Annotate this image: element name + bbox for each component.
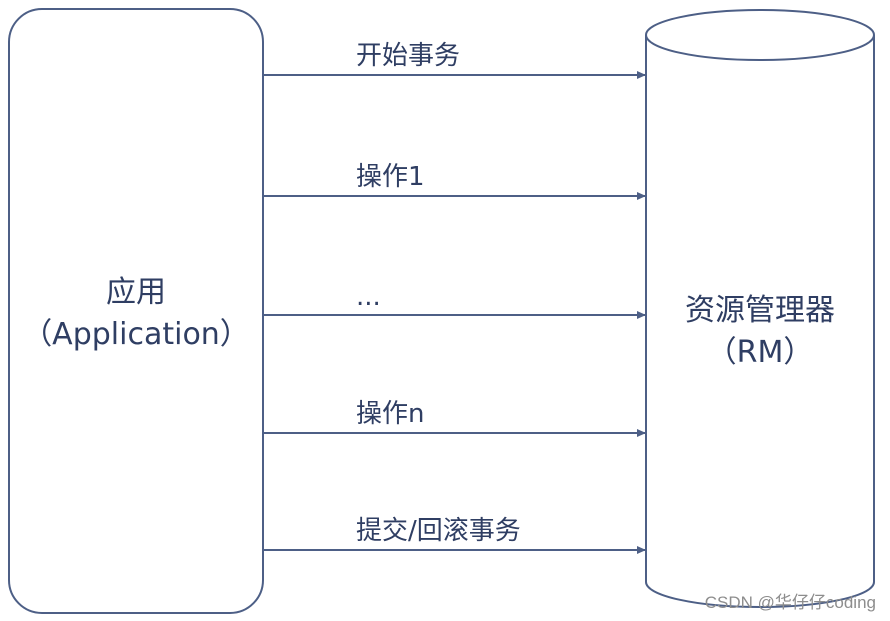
application-label: 应用 （Application） xyxy=(8,272,264,356)
operation-label-commit-rollback: 提交/回滚事务 xyxy=(356,516,521,546)
application-name: 应用 xyxy=(106,275,166,310)
operation-label-ellipsis: ... xyxy=(356,282,381,312)
application-subtitle: （Application） xyxy=(22,317,250,352)
watermark: CSDN @华仔仔coding xyxy=(704,593,876,612)
operation-label-n: 操作n xyxy=(356,399,425,429)
resource-manager-cylinder xyxy=(645,9,875,608)
operation-label-1: 操作1 xyxy=(356,162,425,192)
operation-label-start-transaction: 开始事务 xyxy=(356,41,461,71)
application-box xyxy=(8,8,264,614)
resource-manager-name: 资源管理器 xyxy=(685,293,835,328)
resource-manager-subtitle: （RM） xyxy=(706,335,814,370)
resource-manager-label: 资源管理器 （RM） xyxy=(646,290,874,374)
